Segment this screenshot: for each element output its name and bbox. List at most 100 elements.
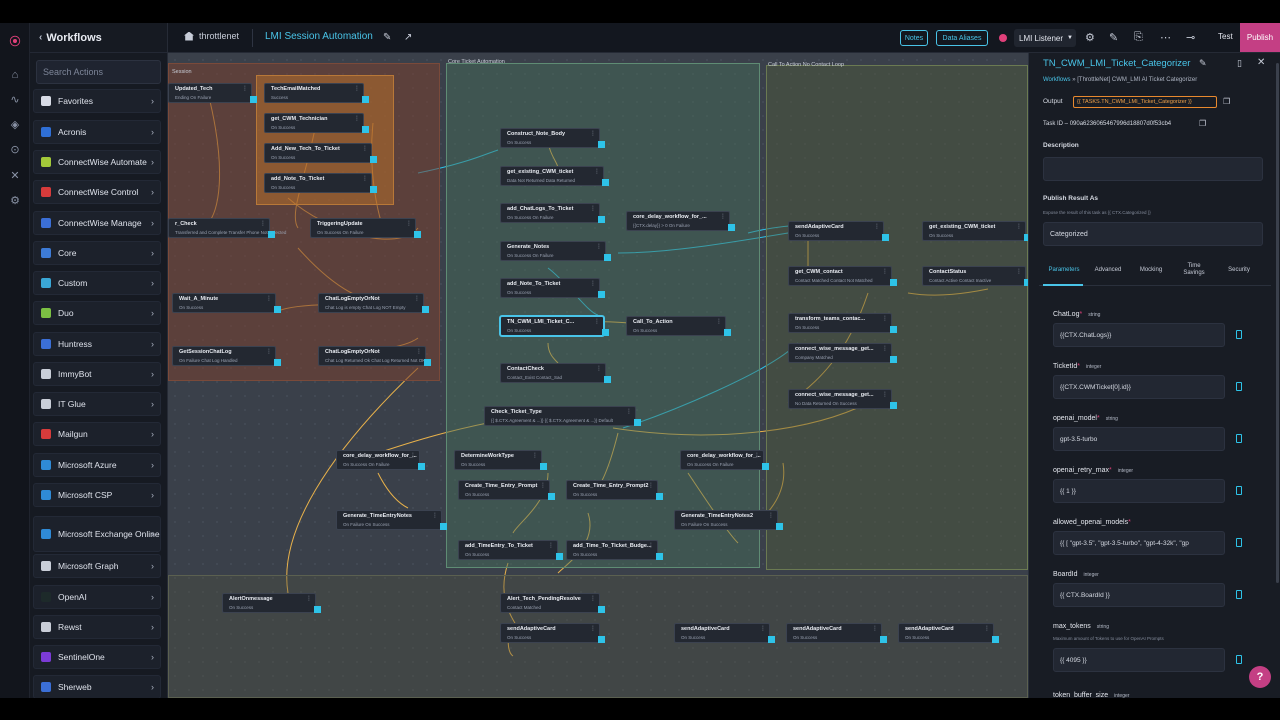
node-output-port[interactable] [540, 463, 547, 470]
node-output-port[interactable] [424, 359, 431, 366]
node-output-port[interactable] [440, 523, 447, 530]
open-external-icon[interactable]: ▯ [1237, 58, 1242, 68]
sidebar-item[interactable]: SentinelOne› [33, 645, 161, 669]
workflow-node[interactable]: connect_wise_message_get...Company Match… [788, 343, 897, 363]
trash-icon[interactable] [1236, 655, 1242, 664]
copy-icon[interactable]: ❐ [1199, 119, 1207, 128]
node-menu-icon[interactable]: ⋮ [362, 176, 368, 182]
workflow-node[interactable]: connect_wise_message_get...No Data Retur… [788, 389, 897, 409]
workflow-canvas[interactable]: Session Core Ticket Automation Call To A… [168, 53, 1028, 698]
trash-icon[interactable] [1236, 434, 1242, 443]
workflow-node[interactable]: core_delay_workflow_for_...{{CTX.delay}}… [626, 211, 735, 231]
node-output-port[interactable] [634, 419, 641, 426]
node-output-port[interactable] [598, 216, 605, 223]
data-aliases-button[interactable]: Data Aliases [936, 30, 988, 46]
node-menu-icon[interactable]: ⋮ [648, 483, 654, 489]
param-input[interactable]: {{CTX.ChatLogs}} [1053, 323, 1225, 347]
pencil-icon[interactable]: ✎ [1109, 32, 1119, 44]
sidebar-item[interactable]: Microsoft Exchange Online› [33, 516, 161, 552]
edit-icon[interactable]: ✎ [1199, 58, 1207, 68]
search-input[interactable]: Search Actions [36, 60, 161, 84]
node-menu-icon[interactable]: ⋮ [362, 146, 368, 152]
node-menu-icon[interactable]: ⋮ [242, 86, 248, 92]
output-value[interactable]: {{ TASKS.TN_CWM_LMI_Ticket_Categorizer }… [1073, 96, 1217, 108]
tab-parameters[interactable]: Parameters [1048, 267, 1080, 273]
node-menu-icon[interactable]: ⋮ [768, 513, 774, 519]
node-output-port[interactable] [762, 463, 769, 470]
node-output-port[interactable] [602, 179, 609, 186]
node-output-port[interactable] [656, 553, 663, 560]
workflow-node[interactable]: Check_Ticket_Type{{ $.CTX.Agreement & ..… [484, 406, 641, 426]
workflow-node[interactable]: core_delay_workflow_for_...On Success On… [336, 450, 425, 470]
node-menu-icon[interactable]: ⋮ [406, 221, 412, 227]
param-input[interactable]: {{ 4095 }} [1053, 648, 1225, 672]
test-button[interactable]: Test [1218, 32, 1233, 41]
node-menu-icon[interactable]: ⋮ [590, 626, 596, 632]
node-menu-icon[interactable]: ⋮ [882, 346, 888, 352]
node-menu-icon[interactable]: ⋮ [590, 281, 596, 287]
back-to-workflows[interactable]: ‹ Workflows [30, 23, 167, 53]
node-output-port[interactable] [604, 254, 611, 261]
node-output-port[interactable] [250, 96, 257, 103]
sidebar-item[interactable]: Microsoft CSP› [33, 483, 161, 507]
node-output-port[interactable] [556, 553, 563, 560]
more-icon[interactable]: ⋯ [1160, 32, 1171, 44]
publish-as-field[interactable]: Categorized [1043, 222, 1263, 246]
node-menu-icon[interactable]: ⋮ [760, 626, 766, 632]
sidebar-item[interactable]: IT Glue› [33, 392, 161, 416]
node-output-port[interactable] [890, 402, 897, 409]
trash-icon[interactable] [1236, 538, 1242, 547]
node-output-port[interactable] [656, 493, 663, 500]
node-menu-icon[interactable]: ⋮ [354, 86, 360, 92]
sidebar-item[interactable]: ImmyBot› [33, 362, 161, 386]
param-input[interactable]: {{CTX.CWMTicket[0].id}} [1053, 375, 1225, 399]
node-output-port[interactable] [602, 329, 609, 336]
workflow-node[interactable]: add_Time_To_Ticket_Budge...On Success⋮ [566, 540, 663, 560]
node-menu-icon[interactable]: ⋮ [1016, 224, 1022, 230]
tab-mocking[interactable]: Mocking [1139, 267, 1163, 273]
node-output-port[interactable] [548, 493, 555, 500]
home-icon[interactable]: ⌂ [11, 69, 19, 81]
trigger-select[interactable]: LMI Listener ▼ [1014, 29, 1076, 47]
sidebar-item[interactable]: Sherweb› [33, 675, 161, 698]
node-menu-icon[interactable]: ⋮ [414, 296, 420, 302]
node-menu-icon[interactable]: ⋮ [532, 453, 538, 459]
node-output-port[interactable] [992, 636, 999, 643]
node-menu-icon[interactable]: ⋮ [872, 626, 878, 632]
node-menu-icon[interactable]: ⋮ [260, 221, 266, 227]
node-menu-icon[interactable]: ⋮ [716, 319, 722, 325]
workflow-node[interactable]: core_delay_workflow_for_...On Success On… [680, 450, 769, 470]
node-menu-icon[interactable]: ⋮ [590, 206, 596, 212]
sidebar-item[interactable]: ConnectWise Control› [33, 180, 161, 204]
node-menu-icon[interactable]: ⋮ [874, 224, 880, 230]
sidebar-item[interactable]: Acronis› [33, 120, 161, 144]
analytics-icon[interactable]: ∿ [10, 94, 20, 106]
node-output-port[interactable] [362, 96, 369, 103]
help-button[interactable]: ? [1249, 666, 1271, 688]
node-menu-icon[interactable]: ⋮ [548, 543, 554, 549]
node-menu-icon[interactable]: ⋮ [882, 269, 888, 275]
node-menu-icon[interactable]: ⋮ [540, 483, 546, 489]
node-output-port[interactable] [768, 636, 775, 643]
node-output-port[interactable] [268, 231, 275, 238]
rewst-logo-icon[interactable]: ⦿ [9, 36, 21, 48]
node-output-port[interactable] [598, 291, 605, 298]
node-output-port[interactable] [724, 329, 731, 336]
export-icon[interactable]: ⎘ [1134, 31, 1143, 43]
node-output-port[interactable] [418, 463, 425, 470]
